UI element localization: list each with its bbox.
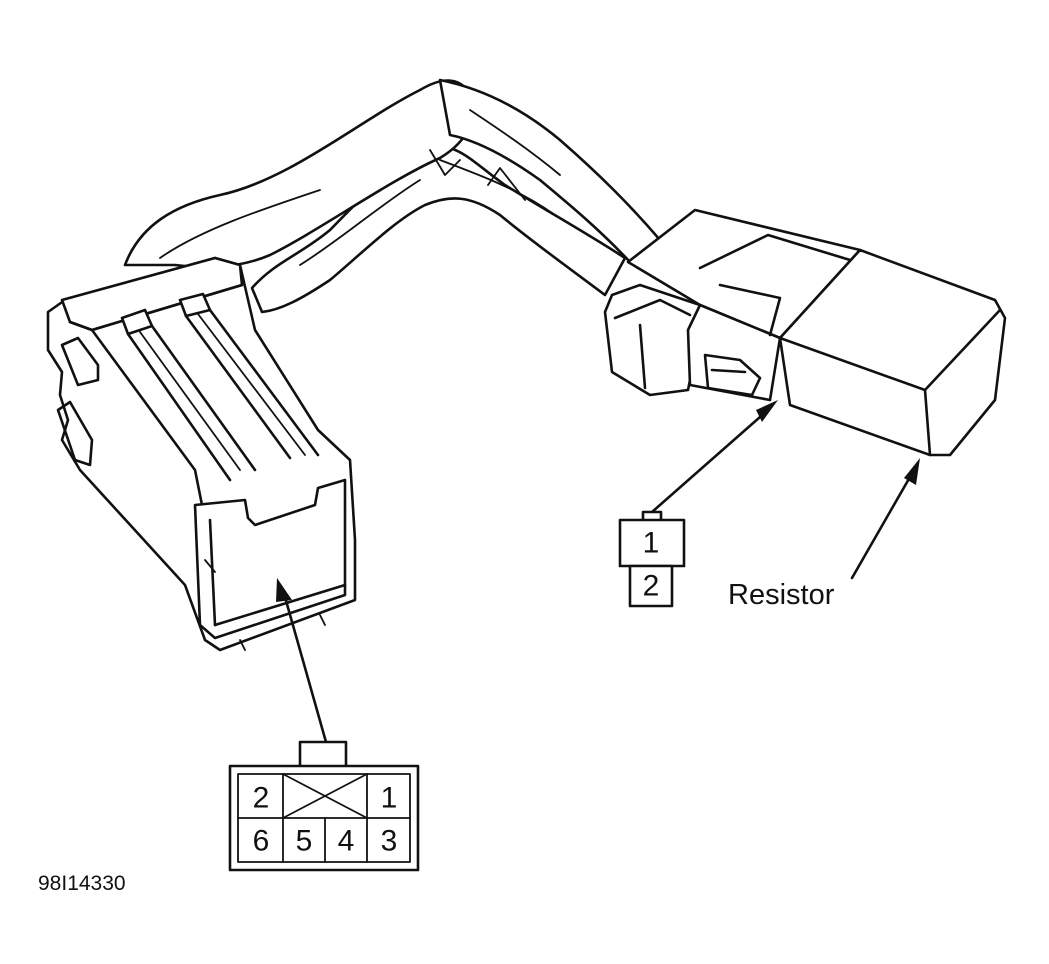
pin-label: 3 bbox=[381, 825, 398, 858]
pin-label: 2 bbox=[253, 782, 270, 815]
pin-cell bbox=[628, 564, 674, 608]
pin-label: 4 bbox=[338, 825, 355, 858]
pin-label: 1 bbox=[643, 527, 660, 560]
pin-label: 6 bbox=[253, 825, 270, 858]
resistor-plug-icon bbox=[603, 208, 1007, 457]
small-connector-pinout: 1 2 bbox=[618, 510, 686, 608]
connector-latch-tab bbox=[298, 740, 348, 770]
figure-id: 98I14330 bbox=[38, 872, 126, 895]
pin-label: 1 bbox=[381, 782, 398, 815]
arrow-icon bbox=[276, 400, 920, 744]
wire-harness-icon bbox=[123, 78, 662, 314]
pin-label: 2 bbox=[643, 570, 660, 603]
pin-label: 5 bbox=[296, 825, 313, 858]
resistor-label: Resistor bbox=[728, 579, 835, 611]
large-connector-pinout: 2 1 6 5 4 3 bbox=[228, 740, 420, 872]
six-pin-connector-icon bbox=[46, 256, 357, 652]
